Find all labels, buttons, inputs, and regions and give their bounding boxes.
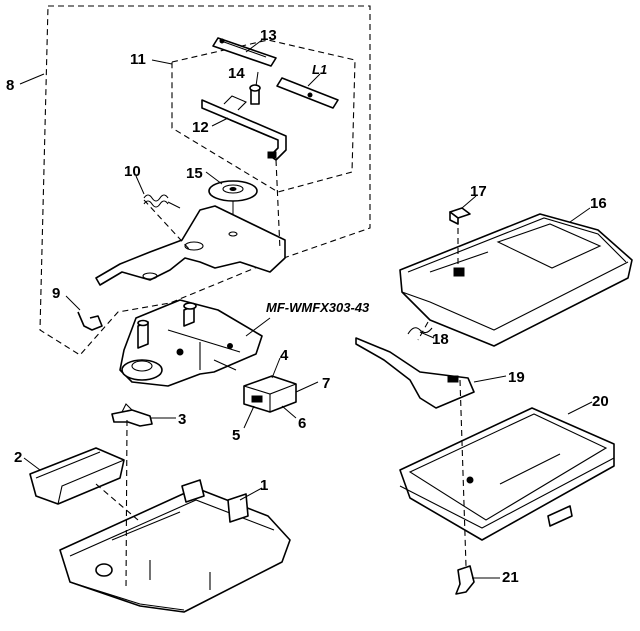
part-13-slider <box>212 37 277 67</box>
callout-11: 11 <box>130 51 146 68</box>
callout-13: 13 <box>260 27 277 44</box>
leader-lines <box>19 39 593 579</box>
part-21-tab <box>455 565 475 595</box>
part-18-wire <box>407 327 433 335</box>
part-14-pin <box>249 84 261 105</box>
callout-18: 18 <box>432 331 449 348</box>
callout-6: 6 <box>298 415 306 432</box>
callout-10: 10 <box>124 163 141 180</box>
part-17-button <box>449 207 471 225</box>
part-9-clip <box>77 311 103 331</box>
callout-3: 3 <box>178 411 186 428</box>
assembly-8-boundary <box>39 5 371 356</box>
model-label: MF-WMFX303-43 <box>266 300 370 315</box>
part-4-holder <box>243 375 297 413</box>
part-16-lid <box>399 213 633 347</box>
part-12-bracket <box>201 95 287 161</box>
part-3-clip <box>111 403 153 427</box>
part-10-spring <box>143 194 181 209</box>
part-1-lower-case <box>59 479 291 613</box>
callout-20: 20 <box>592 393 609 410</box>
chassis-plate <box>95 205 286 286</box>
callout-1: 1 <box>260 477 268 494</box>
callout-4: 4 <box>280 347 289 364</box>
mechanism-assembly <box>119 299 263 387</box>
part-L1-strip <box>276 77 339 109</box>
callout-12: 12 <box>192 119 209 136</box>
alignment-lines <box>95 159 467 591</box>
callout-19: 19 <box>508 369 525 386</box>
callout-5: 5 <box>232 427 240 444</box>
callout-16: 16 <box>590 195 607 212</box>
callout-15: 15 <box>186 165 203 182</box>
callout-L1: L1 <box>312 62 327 77</box>
callout-17: 17 <box>470 183 487 200</box>
callout-9: 9 <box>52 285 60 302</box>
assembly-11-boundary <box>171 39 356 193</box>
callout-2: 2 <box>14 449 22 466</box>
part-19-lever <box>355 337 475 409</box>
callout-21: 21 <box>502 569 519 586</box>
part-20-tray <box>399 407 615 541</box>
callout-8: 8 <box>6 77 14 94</box>
part-2-cover <box>29 447 125 505</box>
part-15-disc <box>208 180 258 232</box>
callout-14: 14 <box>228 65 245 82</box>
callout-7: 7 <box>322 375 330 392</box>
